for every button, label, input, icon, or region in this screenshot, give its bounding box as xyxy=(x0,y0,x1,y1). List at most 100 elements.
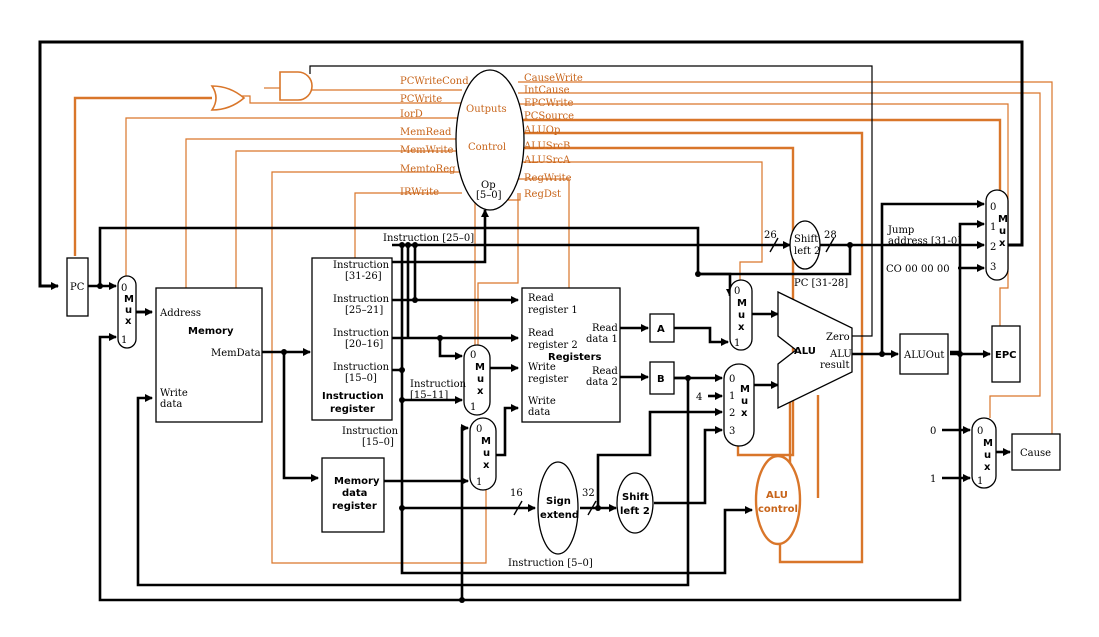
svg-text:Instruction: Instruction xyxy=(342,426,399,437)
svg-text:CO 00 00 00: CO 00 00 00 xyxy=(886,264,950,275)
svg-text:1: 1 xyxy=(121,335,127,346)
signal-causewrite: CauseWrite xyxy=(524,73,583,84)
main-control-unit: Outputs Control Op [5–0] xyxy=(455,69,525,211)
mux-pcsource: 0 1 2 3 M u x xyxy=(985,189,1009,281)
svg-text:Shift: Shift xyxy=(622,492,649,503)
svg-text:Instruction: Instruction xyxy=(333,362,390,373)
svg-text:left 2: left 2 xyxy=(794,246,820,257)
svg-text:3: 3 xyxy=(729,426,735,437)
svg-text:A: A xyxy=(657,324,665,335)
memory-write-label: Write xyxy=(160,388,188,399)
svg-text:1: 1 xyxy=(470,402,476,413)
svg-text:x: x xyxy=(738,322,745,333)
svg-text:data: data xyxy=(342,488,367,499)
signal-epcwrite: EPCWrite xyxy=(524,98,574,109)
svg-text:u: u xyxy=(999,226,1006,237)
svg-text:ALU: ALU xyxy=(794,346,816,357)
svg-text:B: B xyxy=(657,374,665,385)
svg-text:0: 0 xyxy=(476,424,482,435)
svg-text:Read: Read xyxy=(592,366,618,377)
signal-irwrite: IRWrite xyxy=(400,187,439,198)
svg-text:2: 2 xyxy=(990,242,996,253)
svg-text:26: 26 xyxy=(764,230,777,241)
pc-label: PC xyxy=(70,282,85,293)
memory-title: Memory xyxy=(188,326,234,337)
svg-text:Op: Op xyxy=(481,180,496,191)
memory-memdata-label: MemData xyxy=(211,348,261,359)
svg-text:1: 1 xyxy=(977,476,983,487)
mux-memtoreg: 0 M u x 1 xyxy=(469,417,497,491)
svg-text:Read: Read xyxy=(528,328,554,339)
svg-text:1: 1 xyxy=(476,477,482,488)
svg-text:[25–21]: [25–21] xyxy=(345,305,383,316)
svg-text:Control: Control xyxy=(468,142,506,153)
ir-title: Instruction xyxy=(322,391,384,402)
wire-junctions xyxy=(97,242,963,603)
svg-text:register: register xyxy=(330,404,375,415)
svg-text:u: u xyxy=(125,305,132,316)
svg-text:x: x xyxy=(125,316,132,327)
svg-text:ALU: ALU xyxy=(766,490,788,501)
svg-text:u: u xyxy=(738,310,745,321)
svg-text:0: 0 xyxy=(930,426,936,437)
signal-aluop: ALUOp xyxy=(523,125,560,136)
signal-pcsource: PCSource xyxy=(524,111,574,122)
svg-text:Write: Write xyxy=(528,362,556,373)
svg-text:[5–0]: [5–0] xyxy=(476,190,502,201)
epc-register: EPC xyxy=(991,325,1021,383)
svg-text:control: control xyxy=(758,504,798,515)
svg-text:1: 1 xyxy=(734,338,740,349)
svg-text:Read: Read xyxy=(592,323,618,334)
svg-text:[15–0]: [15–0] xyxy=(345,373,377,384)
shift-left-2-lower: Shift left 2 xyxy=(616,472,654,534)
instruction-register: Instruction [31-26] Instruction [25–21] … xyxy=(311,257,393,421)
cause-register: Cause xyxy=(1011,433,1061,471)
bus-width-marks xyxy=(513,237,835,516)
svg-text:1: 1 xyxy=(930,474,936,485)
svg-text:3: 3 xyxy=(990,262,996,273)
svg-text:M: M xyxy=(983,438,993,449)
svg-text:u: u xyxy=(477,374,484,385)
svg-text:M: M xyxy=(998,214,1008,225)
control-signals-left: PCWriteCond PCWrite IorD MemRead MemWrit… xyxy=(400,76,469,198)
pc-register: PC xyxy=(66,257,89,317)
signal-intcause: IntCause xyxy=(524,85,570,96)
signal-memtoreg: MemtoReg xyxy=(400,164,456,175)
svg-text:Jump: Jump xyxy=(887,225,914,236)
shift-left-2-upper: Shift left 2 xyxy=(789,220,821,270)
svg-text:Instruction: Instruction xyxy=(410,379,467,390)
svg-text:0: 0 xyxy=(990,202,996,213)
mux-alusrca: 0 M u x 1 xyxy=(729,279,753,351)
alu-control-unit: ALU control xyxy=(754,454,802,546)
svg-text:u: u xyxy=(984,450,991,461)
svg-text:data 1: data 1 xyxy=(586,334,618,345)
svg-text:4: 4 xyxy=(696,392,702,403)
memory-data-label: data xyxy=(160,399,182,410)
svg-text:32: 32 xyxy=(582,488,595,499)
svg-text:0: 0 xyxy=(734,286,740,297)
control-signals-right: CauseWrite IntCause EPCWrite PCSource AL… xyxy=(523,73,583,200)
svg-text:x: x xyxy=(483,460,490,471)
svg-text:u: u xyxy=(483,448,490,459)
svg-text:M: M xyxy=(737,298,747,309)
svg-text:address [31-0]: address [31-0] xyxy=(888,236,961,247)
svg-text:Read: Read xyxy=(528,293,554,304)
svg-text:ALU: ALU xyxy=(829,349,852,360)
svg-text:x: x xyxy=(477,386,484,397)
svg-text:M: M xyxy=(124,294,134,305)
svg-text:ALUOut: ALUOut xyxy=(903,350,944,361)
signal-pcwrite: PCWrite xyxy=(400,94,442,105)
svg-text:1: 1 xyxy=(990,222,996,233)
mux-intcause: 0 M u x 1 xyxy=(971,417,997,489)
svg-text:x: x xyxy=(999,238,1006,249)
svg-text:0: 0 xyxy=(121,283,127,294)
svg-text:28: 28 xyxy=(824,230,837,241)
svg-text:M: M xyxy=(740,384,750,395)
svg-text:Instruction: Instruction xyxy=(333,328,390,339)
mux-iord: 0 M u x 1 xyxy=(117,275,137,349)
mux-regdst: 0 M u x 1 xyxy=(463,344,491,416)
register-a: A xyxy=(649,313,675,343)
svg-text:[20–16]: [20–16] xyxy=(345,339,383,350)
svg-text:left 2: left 2 xyxy=(620,506,650,517)
